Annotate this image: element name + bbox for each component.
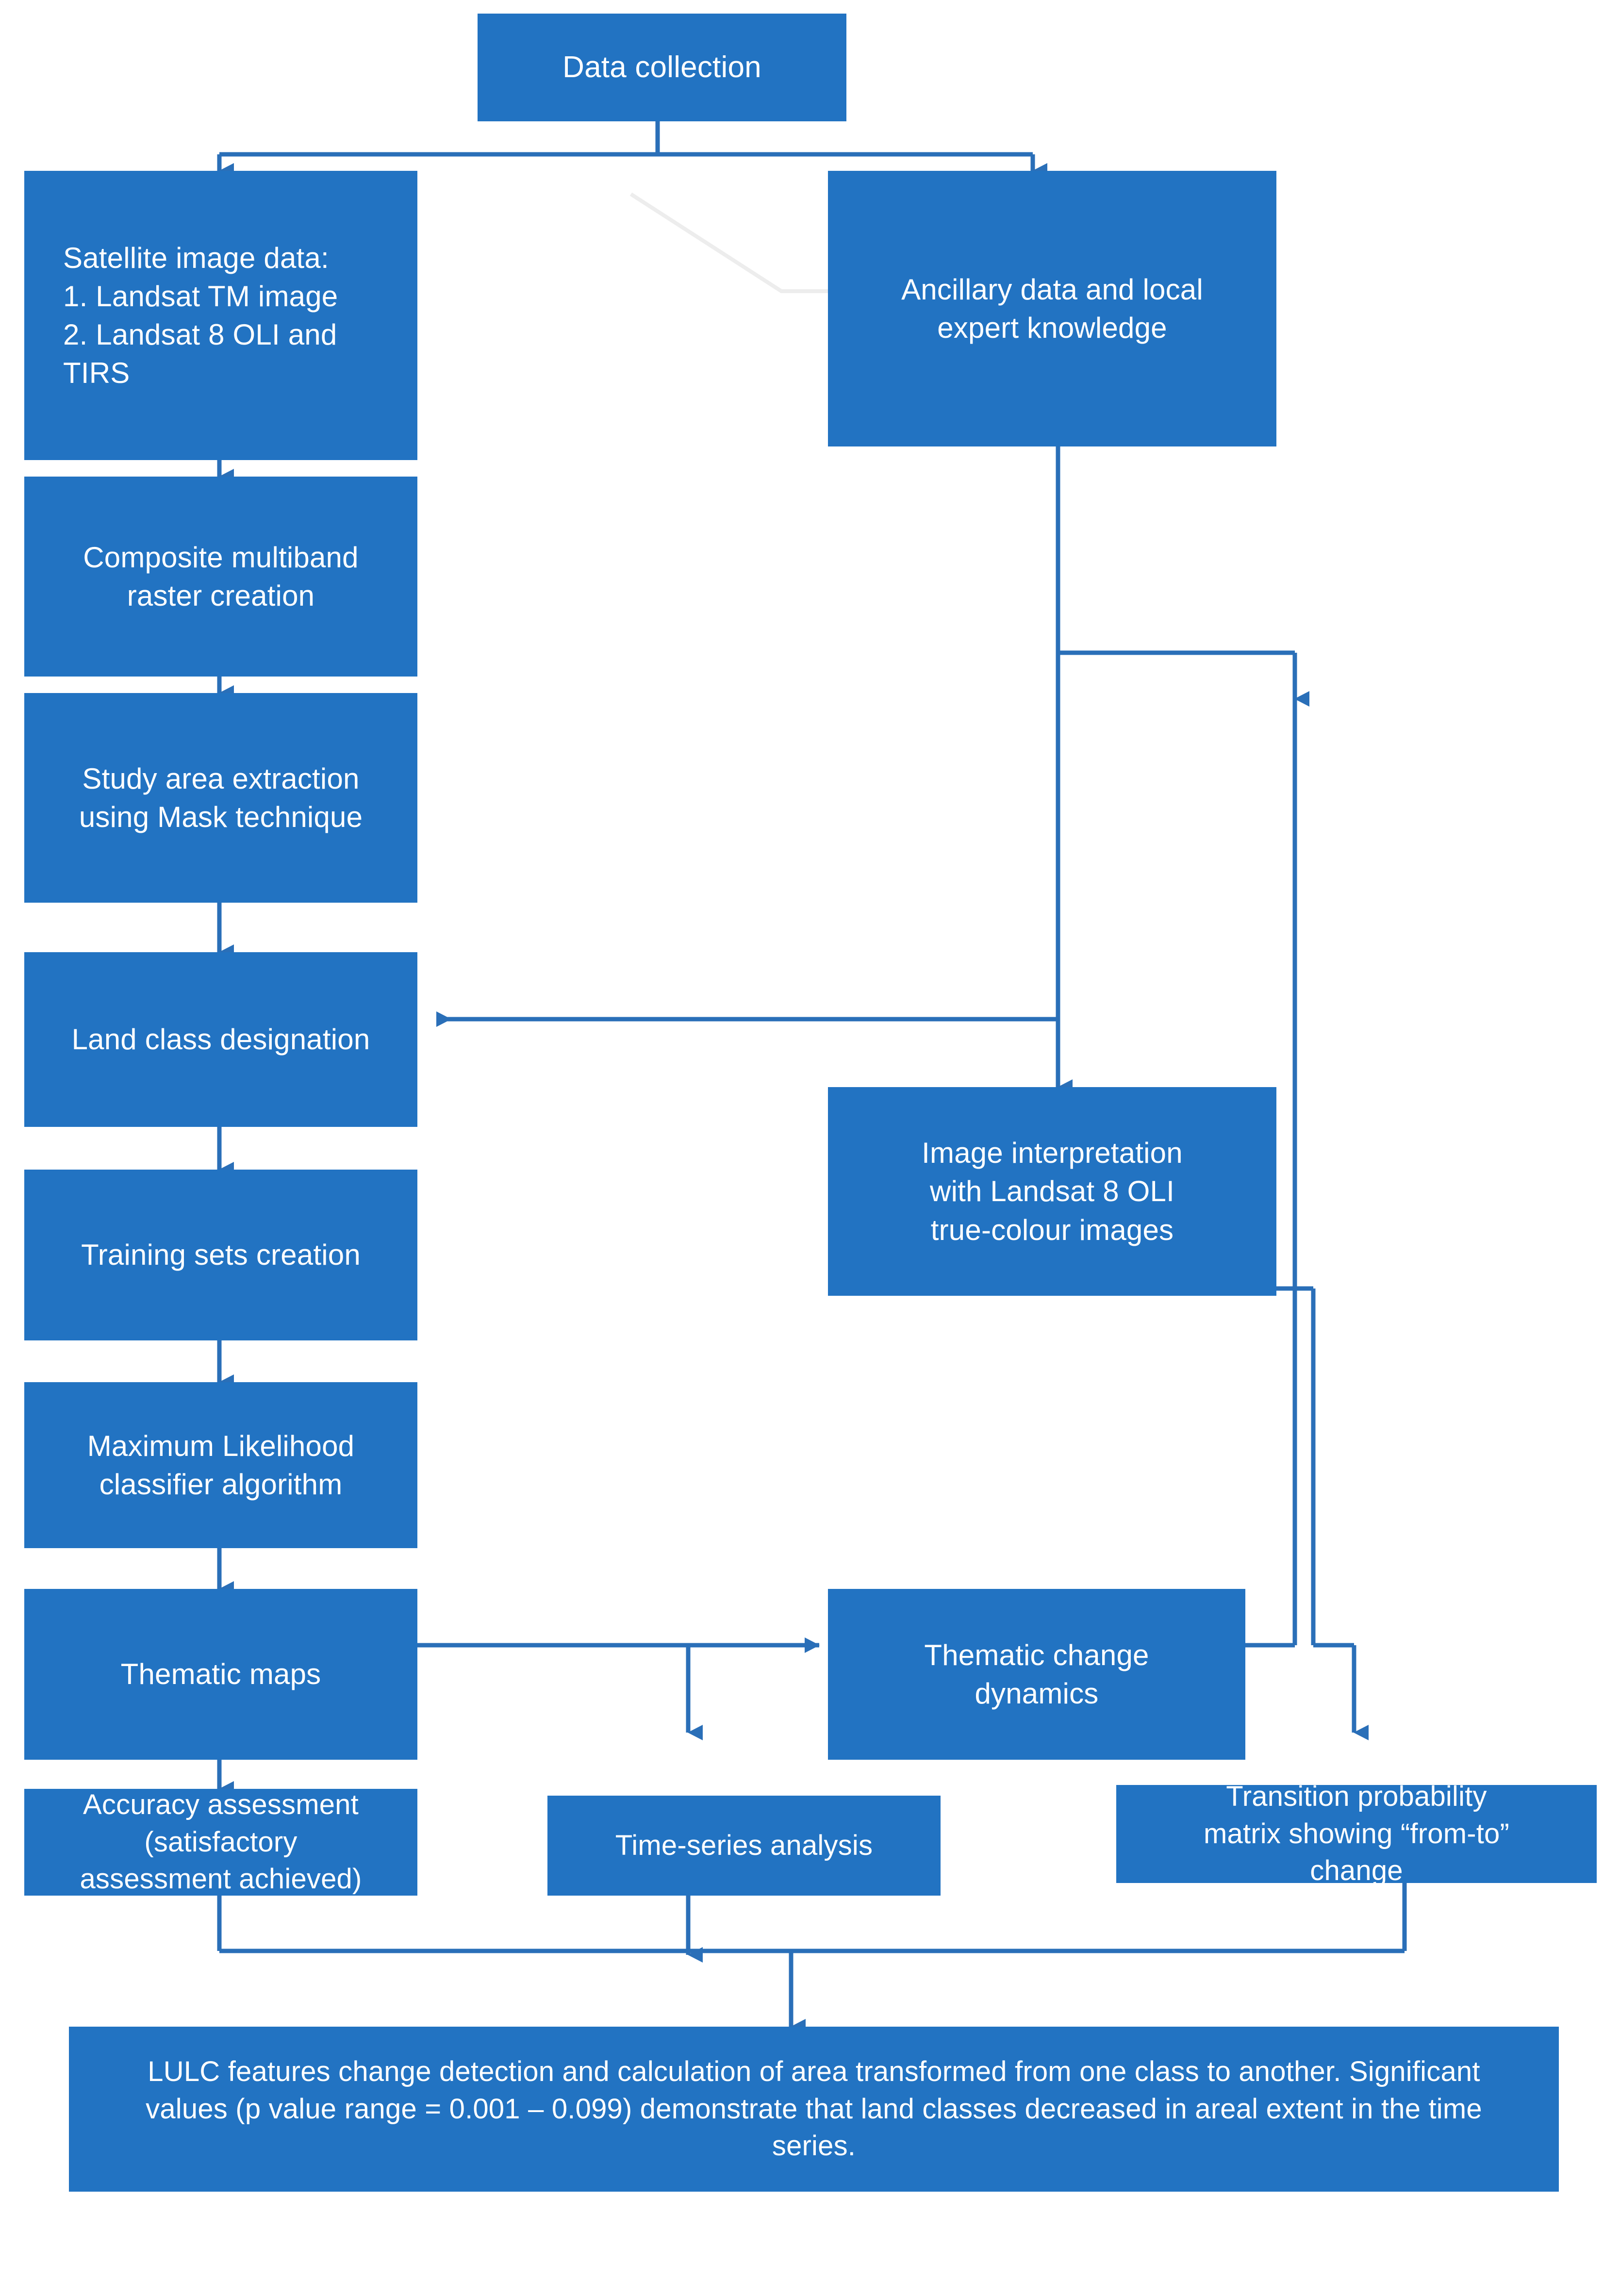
node-accuracy-assessment[interactable]: Accuracy assessment (satisfactory assess… xyxy=(24,1789,417,1896)
node-study-area-extraction[interactable]: Study area extraction using Mask techniq… xyxy=(24,693,417,903)
node-satellite-image-data[interactable]: Satellite image data: 1. Landsat TM imag… xyxy=(24,171,417,460)
node-composite-raster[interactable]: Composite multiband raster creation xyxy=(24,477,417,677)
node-maximum-likelihood[interactable]: Maximum Likelihood classifier algorithm xyxy=(24,1382,417,1548)
node-ancillary-data[interactable]: Ancillary data and local expert knowledg… xyxy=(828,171,1276,446)
node-thematic-maps[interactable]: Thematic maps xyxy=(24,1589,417,1760)
node-transition-probability[interactable]: Transition probability matrix showing “f… xyxy=(1116,1781,1597,1886)
node-land-class-designation[interactable]: Land class designation xyxy=(24,952,417,1127)
node-lulc-summary[interactable]: LULC features change detection and calcu… xyxy=(69,2027,1559,2192)
node-image-interpretation[interactable]: Image interpretation with Landsat 8 OLI … xyxy=(828,1087,1276,1296)
node-thematic-change-dynamics[interactable]: Thematic change dynamics xyxy=(828,1589,1245,1760)
node-data-collection[interactable]: Data collection xyxy=(478,14,846,121)
node-training-sets-creation[interactable]: Training sets creation xyxy=(24,1170,417,1340)
node-time-series-analysis[interactable]: Time-series analysis xyxy=(547,1796,941,1896)
